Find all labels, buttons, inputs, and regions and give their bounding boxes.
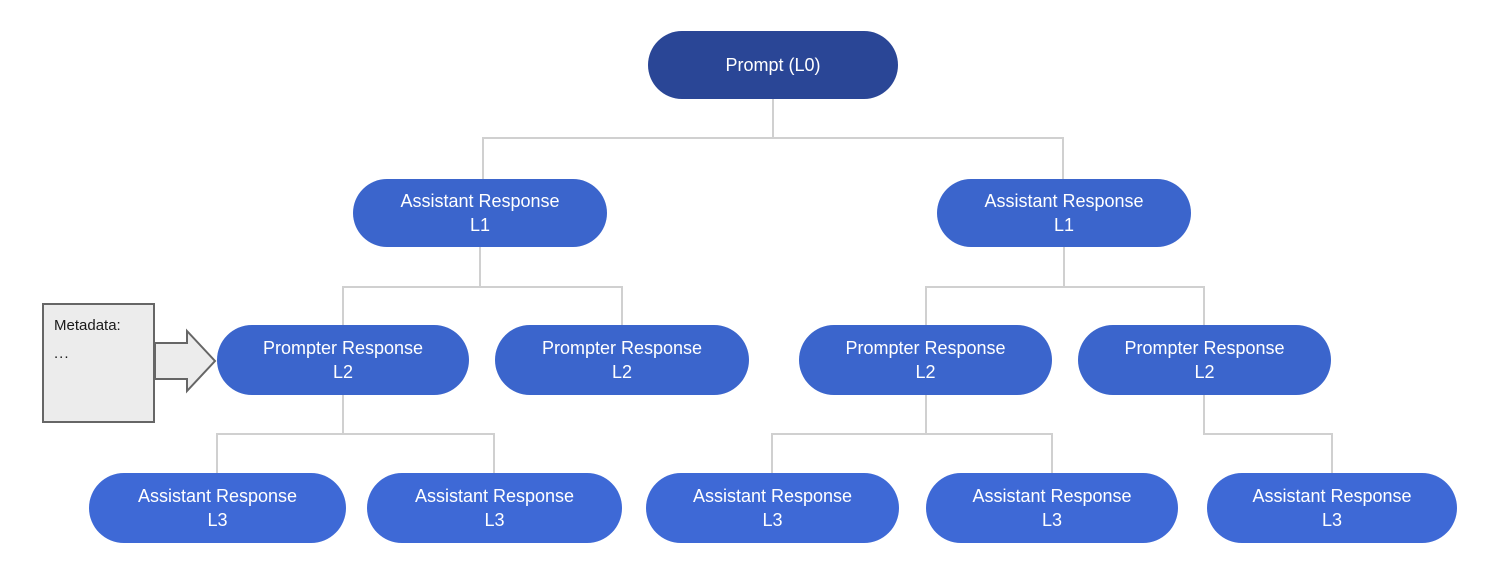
node-label-line1: Prompter Response bbox=[262, 338, 424, 358]
node-prompter-l2-2: Prompter Response L2 bbox=[495, 325, 749, 395]
node-label-line1: Assistant Response bbox=[1252, 486, 1412, 506]
node-assistant-l3-4: Assistant Response L3 bbox=[926, 473, 1178, 543]
metadata-callout-title: Metadata: bbox=[54, 317, 121, 334]
connector-l1a-to-l2 bbox=[342, 247, 623, 325]
node-label-line2: L3 bbox=[762, 510, 783, 530]
node-label-line1: Prompter Response bbox=[541, 338, 703, 358]
node-label-line1: Assistant Response bbox=[972, 486, 1132, 506]
metadata-callout: Metadata: ... bbox=[42, 303, 155, 423]
node-label-line2: L2 bbox=[611, 362, 633, 382]
node-assistant-l3-1: Assistant Response L3 bbox=[89, 473, 346, 543]
node-label-line1: Assistant Response bbox=[414, 486, 575, 506]
node-label-line2: L2 bbox=[915, 362, 936, 382]
connector-l2c-to-l3 bbox=[771, 395, 1053, 473]
node-assistant-l3-5: Assistant Response L3 bbox=[1207, 473, 1457, 543]
node-label-line1: Prompter Response bbox=[845, 338, 1006, 358]
connector-l1b-to-l2 bbox=[925, 247, 1205, 325]
node-label-line2: L1 bbox=[469, 215, 491, 235]
node-label-line1: Assistant Response bbox=[400, 191, 560, 211]
node-label: Prompt (L0) bbox=[725, 55, 821, 75]
node-label-line1: Prompter Response bbox=[1124, 338, 1285, 358]
node-prompt-l0: Prompt (L0) bbox=[648, 31, 898, 99]
connector-root-to-l1 bbox=[482, 99, 1064, 179]
node-label-line1: Assistant Response bbox=[137, 486, 298, 506]
metadata-callout-body: ... bbox=[54, 345, 70, 362]
node-label-line2: L2 bbox=[332, 362, 354, 382]
node-label-line2: L1 bbox=[1053, 215, 1075, 235]
node-label-line1: Assistant Response bbox=[984, 191, 1144, 211]
node-assistant-l1-1: Assistant Response L1 bbox=[353, 179, 607, 247]
node-assistant-l3-3: Assistant Response L3 bbox=[646, 473, 899, 543]
node-label-line2: L3 bbox=[484, 510, 505, 530]
node-assistant-l3-2: Assistant Response L3 bbox=[367, 473, 622, 543]
node-label-line2: L3 bbox=[1321, 510, 1343, 530]
connector-l2d-to-l3 bbox=[1203, 395, 1333, 473]
connector-l2a-to-l3 bbox=[216, 395, 495, 473]
node-assistant-l1-2: Assistant Response L1 bbox=[937, 179, 1191, 247]
node-label-line2: L3 bbox=[1041, 510, 1063, 530]
node-prompter-l2-3: Prompter Response L2 bbox=[799, 325, 1052, 395]
node-prompter-l2-1: Prompter Response L2 bbox=[217, 325, 469, 395]
node-label-line2: L3 bbox=[207, 510, 228, 530]
node-label-line1: Assistant Response bbox=[692, 486, 853, 506]
node-label-line2: L2 bbox=[1194, 362, 1215, 382]
node-prompter-l2-4: Prompter Response L2 bbox=[1078, 325, 1331, 395]
